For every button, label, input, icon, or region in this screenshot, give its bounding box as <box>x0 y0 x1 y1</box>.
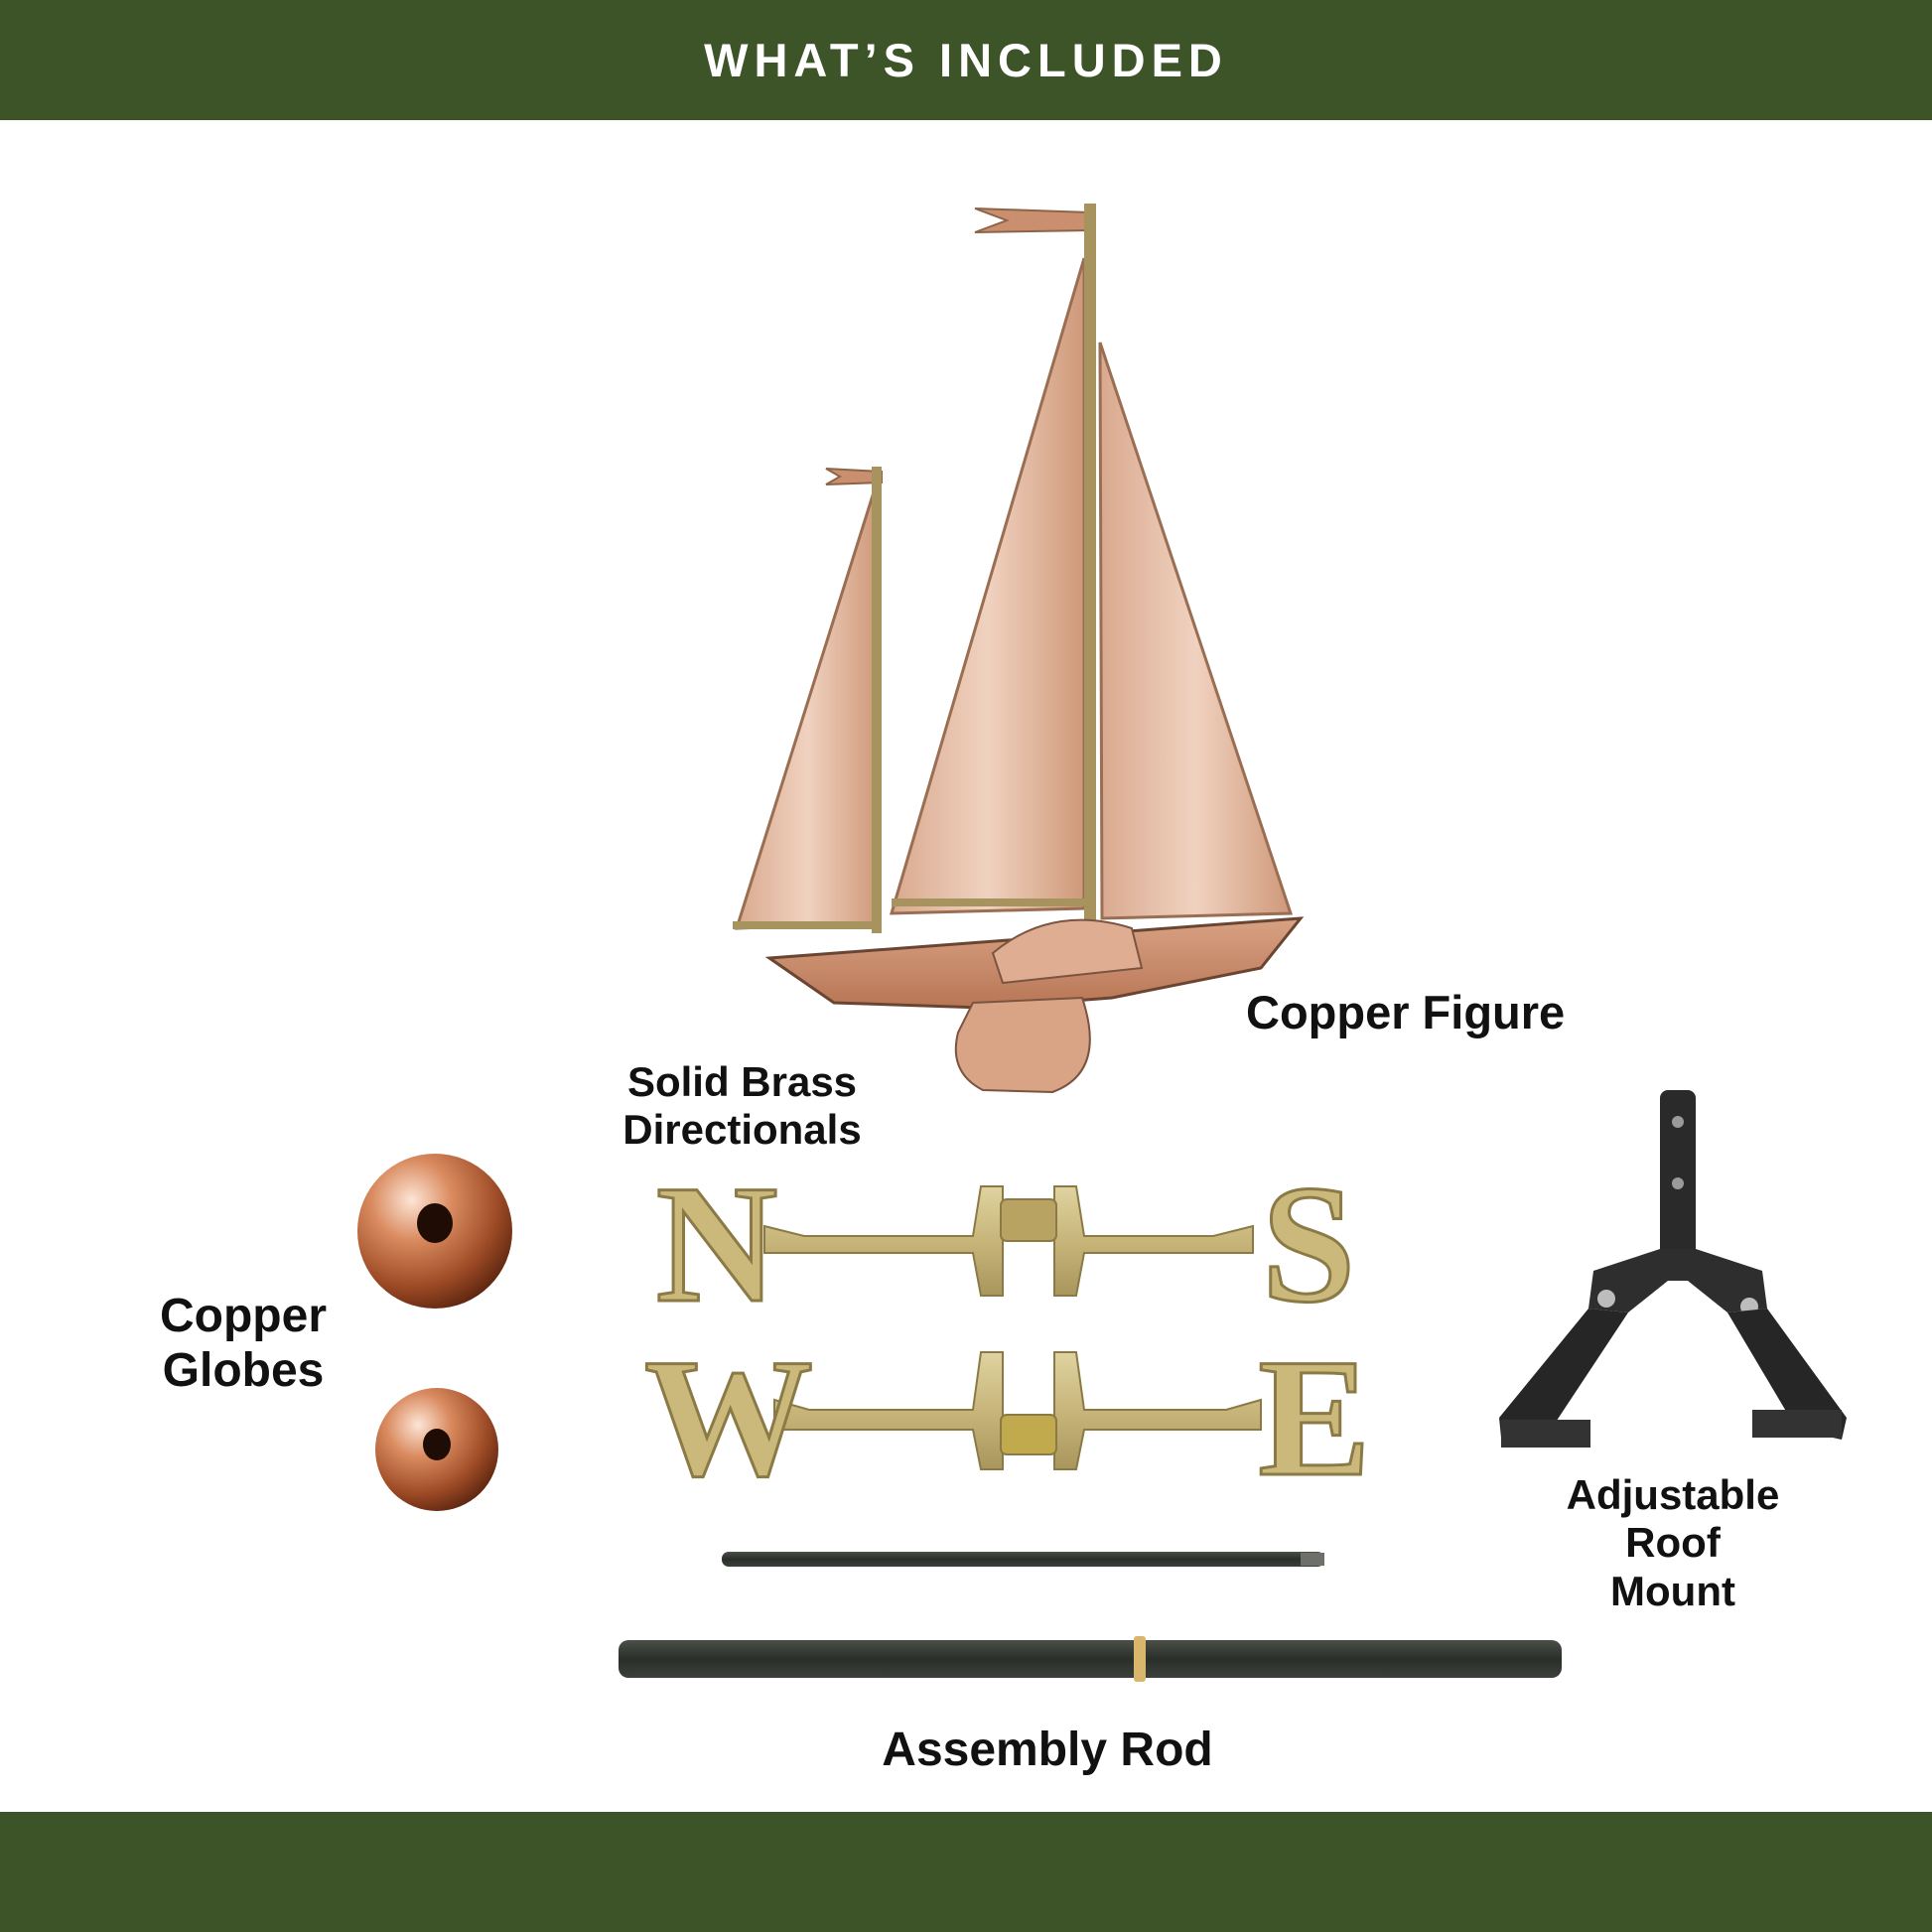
assembly-rod-thick <box>619 1640 1562 1678</box>
copper-sailboat-figure <box>733 204 1305 1094</box>
brass-directional-ns <box>763 1185 1254 1297</box>
directional-letter-s: S <box>1262 1151 1356 1337</box>
directional-letter-e: E <box>1258 1324 1370 1511</box>
directional-letter-n: N <box>656 1151 778 1337</box>
footer-band <box>0 1812 1932 1932</box>
adjustable-roof-mount <box>1499 1090 1847 1448</box>
assembly-rod-thin <box>722 1552 1324 1567</box>
label-copper-figure: Copper Figure <box>1246 986 1566 1038</box>
copper-globes <box>357 1154 512 1511</box>
label-solid-brass-directionals: Solid Brass Directionals <box>622 1058 862 1154</box>
label-copper-globes: Copper Globes <box>160 1290 327 1398</box>
header-band: WHAT’S INCLUDED <box>0 0 1932 120</box>
brass-directional-we <box>773 1351 1262 1470</box>
label-assembly-rod: Assembly Rod <box>882 1724 1213 1776</box>
assembly-rods <box>619 1552 1562 1682</box>
label-adjustable-roof-mount: Adjustable Roof Mount <box>1566 1471 1780 1614</box>
directional-letter-w: W <box>644 1324 813 1511</box>
header-title: WHAT’S INCLUDED <box>704 34 1228 86</box>
